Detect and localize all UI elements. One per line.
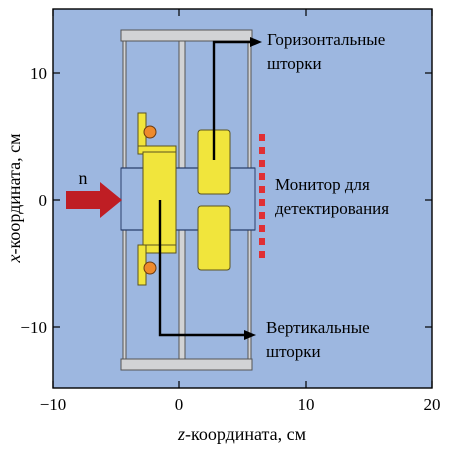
y-axis-title: x-координата, см [4, 134, 24, 264]
x-axis-title: z-координата, см [177, 424, 306, 444]
vertical-shutters-arrowhead [244, 330, 256, 340]
x-tick-label: 0 [175, 395, 184, 414]
vertical-shutters-leader [158, 200, 246, 337]
lower-marker [143, 261, 157, 275]
beam-channel [120, 167, 256, 231]
vertical-shutters-assembly [137, 112, 177, 286]
vertical-shutters-label: Вертикальные шторки [266, 318, 374, 361]
horizontal-shutters-label: Горизонтальные шторки [267, 30, 390, 73]
x-axis-ticks [52, 9, 433, 388]
beam-arrow [66, 182, 122, 218]
horizontal-shutters-leader [212, 40, 252, 160]
upper-marker [143, 125, 157, 139]
y-tick-label: −10 [20, 318, 47, 337]
x-tick-label: −10 [40, 395, 67, 414]
x-tick-label: 10 [298, 395, 315, 414]
beam-label: n [79, 168, 88, 188]
y-tick-label: 10 [30, 64, 47, 83]
monitor-label: Монитор для детектирования [275, 175, 389, 218]
detection-monitor-dots [259, 134, 265, 258]
horizontal-shutters-arrowhead [250, 37, 262, 47]
x-tick-label: 20 [424, 395, 441, 414]
horizontal-shutter-lower [197, 205, 231, 271]
y-tick-label: 0 [39, 191, 48, 210]
y-axis-ticks [53, 72, 432, 328]
horizontal-shutters-assembly [197, 129, 231, 271]
